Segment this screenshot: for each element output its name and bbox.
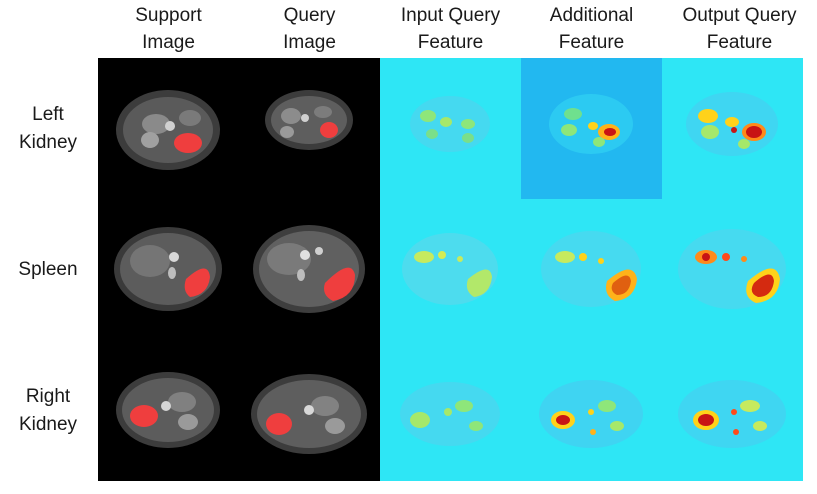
- support-image-right-kidney: [98, 340, 239, 481]
- row-label-left-kidney: Left Kidney: [0, 58, 96, 199]
- header-line: Feature: [417, 32, 484, 53]
- header-line: Output Query: [682, 5, 797, 26]
- additional-feature-spleen: [521, 199, 662, 340]
- header-line: Feature: [558, 32, 625, 53]
- row-label-spleen: Spleen: [0, 199, 96, 340]
- query-image-left-kidney: [239, 58, 380, 199]
- header-line: Image: [283, 32, 336, 53]
- input-query-feature-spleen: [380, 199, 521, 340]
- row-label-right-kidney: Right Kidney: [0, 340, 96, 481]
- output-query-feature-spleen: [662, 199, 803, 340]
- header-line: Image: [142, 32, 195, 53]
- input-query-feature-left-kidney: [380, 58, 521, 199]
- query-image-right-kidney: [239, 340, 380, 481]
- row-label-line: Left: [32, 103, 64, 125]
- query-image-spleen: [239, 199, 380, 340]
- row-label-line: Right: [25, 385, 71, 407]
- output-query-feature-left-kidney: [662, 58, 803, 199]
- row-label-line: Kidney: [18, 413, 78, 435]
- column-header-support-image: Support Image: [98, 2, 239, 58]
- header-line: Additional: [549, 5, 634, 26]
- header-line: Input Query: [400, 5, 501, 26]
- header-line: Query: [283, 5, 336, 26]
- output-query-feature-right-kidney: [662, 340, 803, 481]
- additional-feature-left-kidney: [521, 58, 662, 199]
- header-line: Support: [135, 5, 202, 26]
- support-image-left-kidney: [98, 58, 239, 199]
- column-header-query-image: Query Image: [239, 2, 380, 58]
- column-header-additional-feature: Additional Feature: [521, 2, 662, 58]
- header-line: Feature: [706, 32, 773, 53]
- row-label-line: Spleen: [18, 258, 78, 280]
- column-header-output-query-feature: Output Query Feature: [662, 2, 817, 58]
- input-query-feature-right-kidney: [380, 340, 521, 481]
- row-label-line: Kidney: [18, 131, 78, 153]
- support-image-spleen: [98, 199, 239, 340]
- additional-feature-right-kidney: [521, 340, 662, 481]
- column-header-input-query-feature: Input Query Feature: [380, 2, 521, 58]
